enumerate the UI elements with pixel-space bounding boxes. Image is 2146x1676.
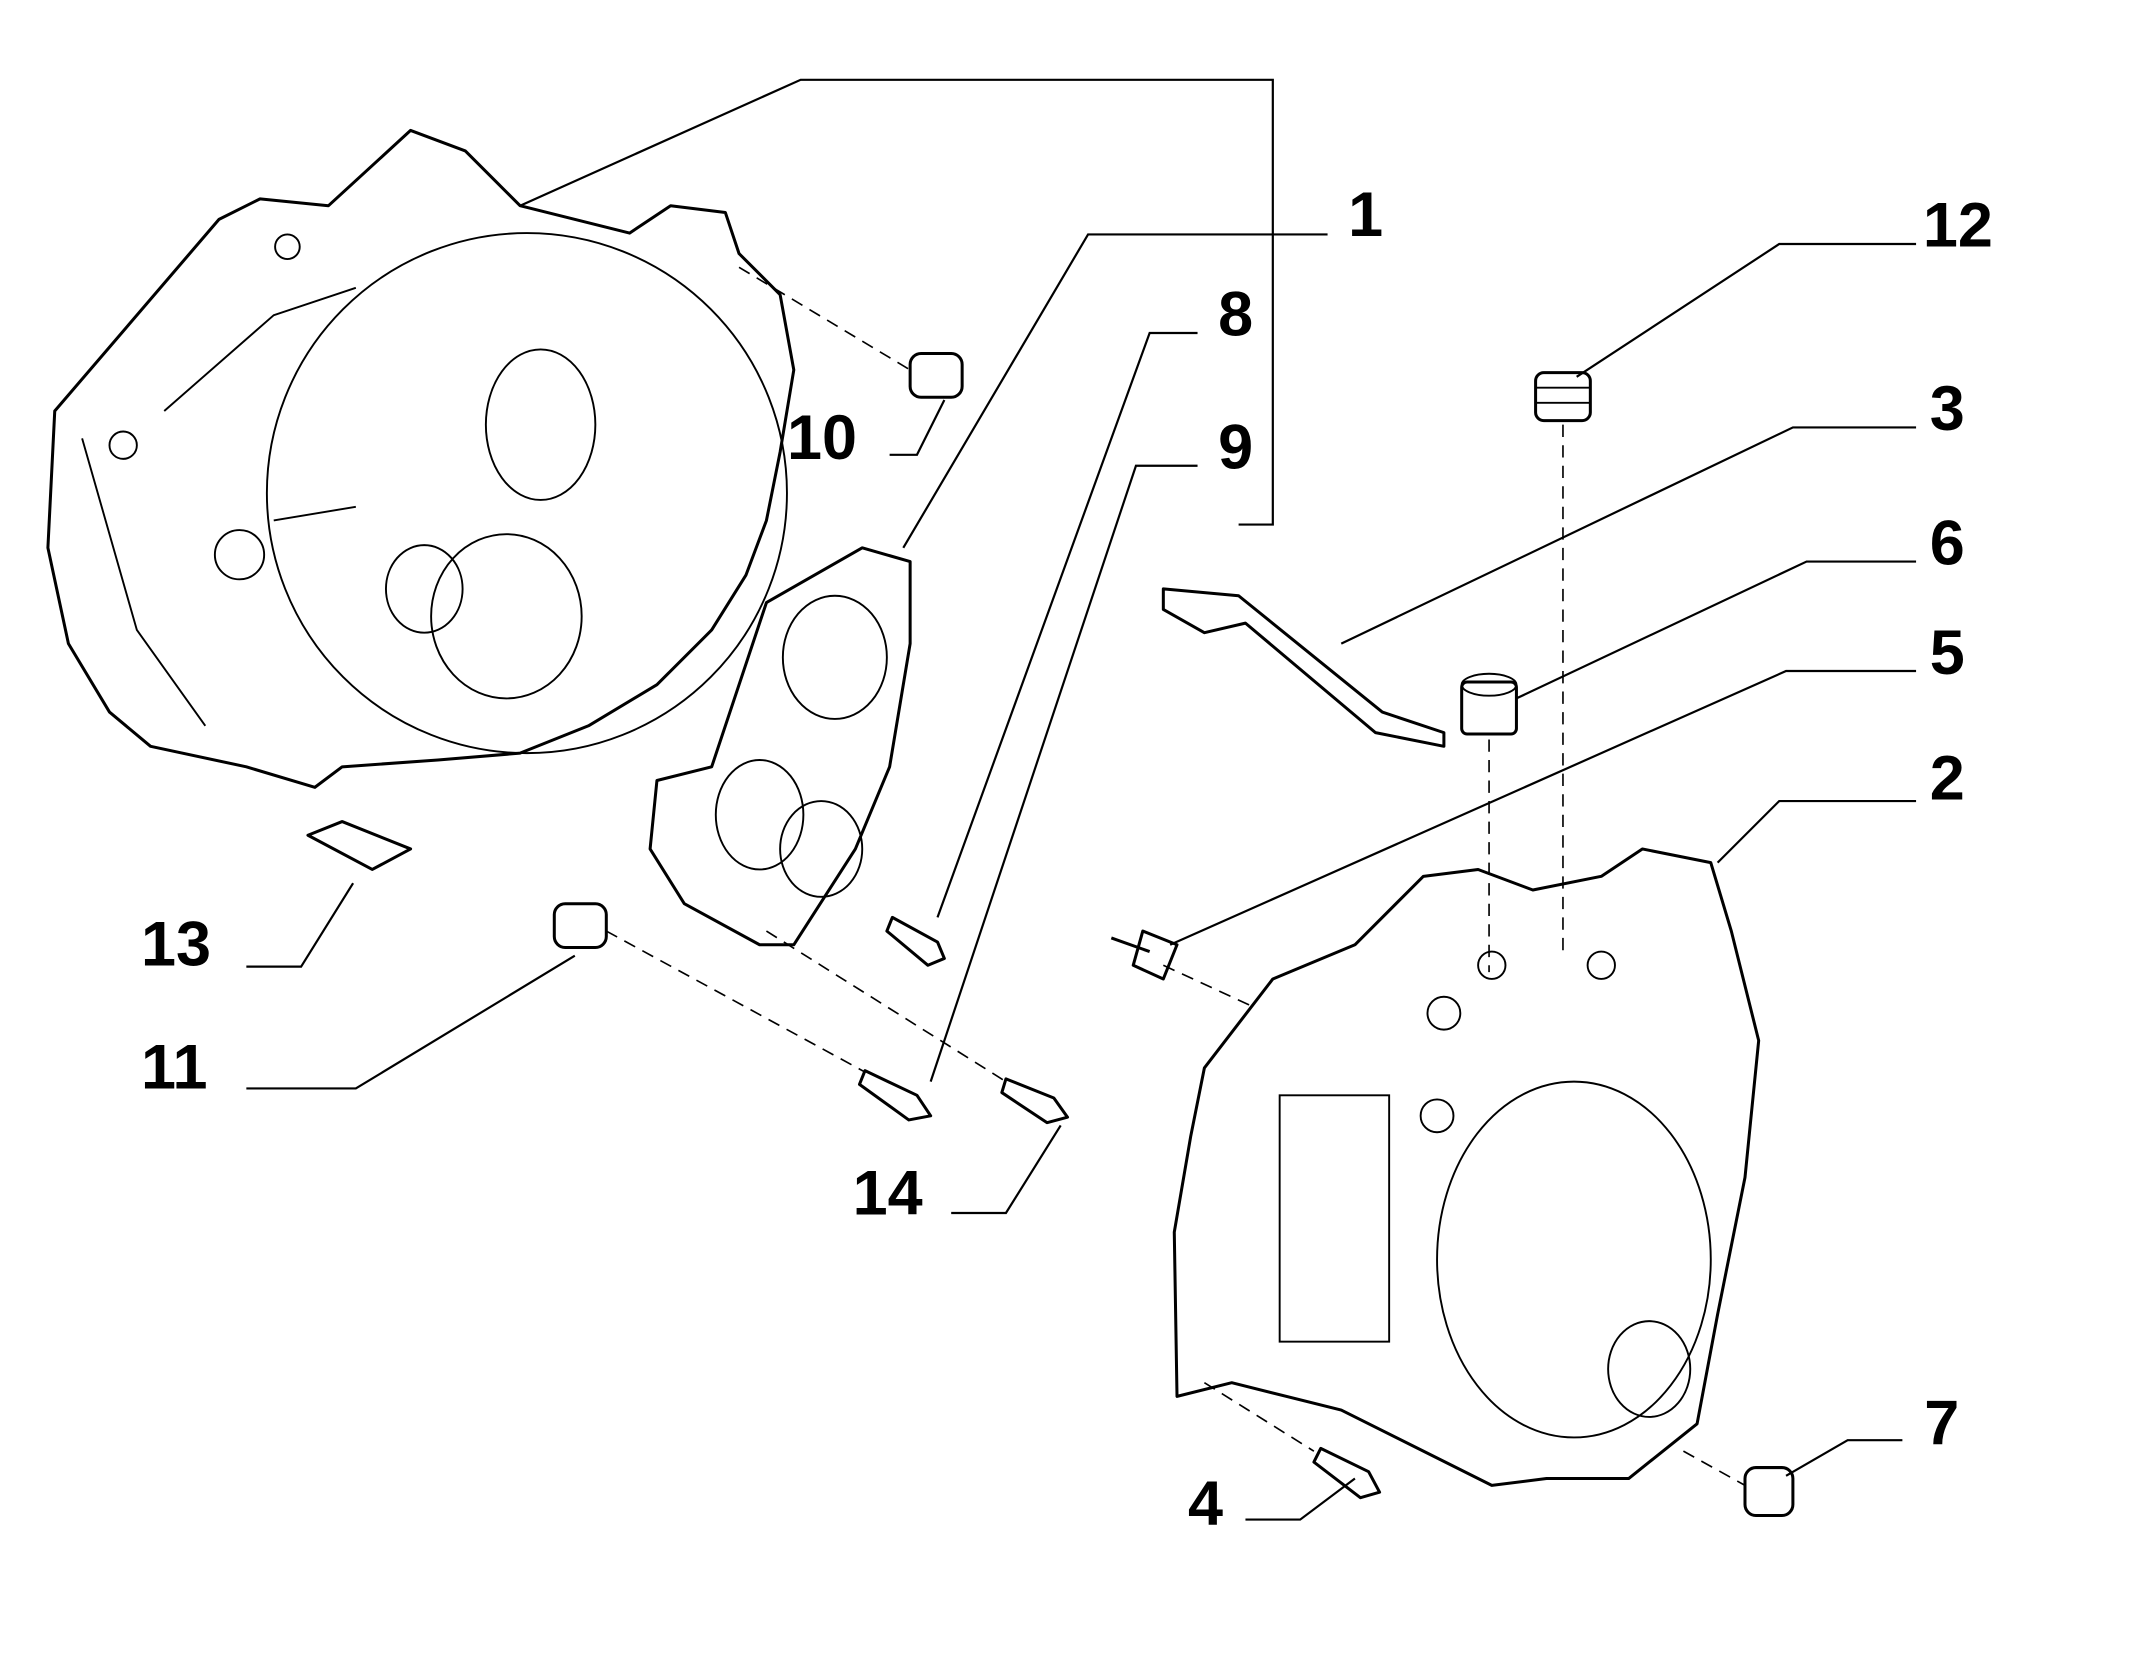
- callout-11: 11: [141, 1032, 208, 1102]
- nut-6[interactable]: [1460, 672, 1518, 736]
- gearbox-housing[interactable]: [1172, 847, 1761, 1487]
- intermediate-plate[interactable]: [648, 546, 912, 947]
- leader-lines: [246, 78, 1917, 1521]
- clutch-housing[interactable]: [46, 128, 796, 789]
- callout-7: 7: [1924, 1388, 1959, 1458]
- callout-8: 8: [1218, 280, 1253, 350]
- callout-12: 12: [1923, 191, 1993, 261]
- callout-4: 4: [1188, 1469, 1223, 1539]
- callout-5: 5: [1930, 618, 1965, 688]
- callout-6: 6: [1930, 508, 1965, 578]
- callout-9: 9: [1218, 412, 1253, 482]
- callout-13: 13: [141, 909, 211, 979]
- label-plate-13: [306, 820, 413, 871]
- plug-7[interactable]: [1743, 1466, 1795, 1517]
- screw-9[interactable]: [857, 1069, 933, 1122]
- bushing-11[interactable]: [552, 902, 608, 949]
- plug-12[interactable]: [1534, 371, 1592, 423]
- callout-14: 14: [853, 1158, 923, 1228]
- screw-14[interactable]: [1000, 1077, 1070, 1125]
- lever-rod[interactable]: [1161, 587, 1446, 748]
- callout-3: 3: [1930, 374, 1965, 444]
- screw-8[interactable]: [885, 915, 946, 967]
- callout-1: 1: [1348, 180, 1383, 250]
- screw-5[interactable]: [1110, 929, 1179, 981]
- bushing-10[interactable]: [908, 352, 964, 399]
- screw-4[interactable]: [1312, 1446, 1382, 1500]
- callout-2: 2: [1930, 744, 1965, 814]
- callout-10: 10: [787, 403, 857, 473]
